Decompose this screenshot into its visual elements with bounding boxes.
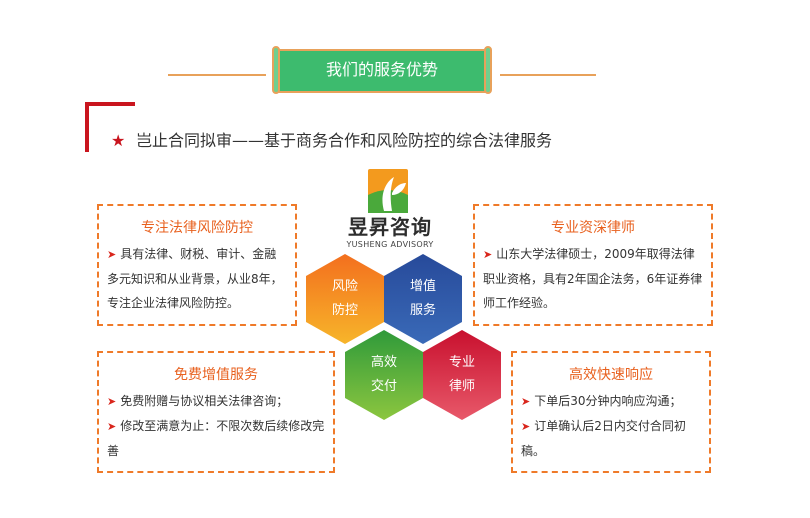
- banner-title: 我们的服务优势: [325, 60, 438, 79]
- box-item-row: ➤修改至满意为止：不限次数后续修改完善: [107, 414, 325, 463]
- arrowhead-bullet-icon: ➤: [521, 420, 531, 433]
- hex-label-line: 律师: [448, 379, 475, 394]
- hex-label: 增值 服务: [383, 253, 463, 345]
- hex-value-service: 增值 服务: [383, 253, 463, 345]
- subtitle-bracket: [85, 102, 135, 152]
- arrowhead-bullet-icon: ➤: [107, 395, 117, 408]
- section-banner: 我们的服务优势: [271, 44, 493, 96]
- arrowhead-bullet-icon: ➤: [483, 248, 493, 261]
- box-item-row: ➤免费附赠与协议相关法律咨询；: [107, 389, 325, 414]
- hex-label-line: 增值: [409, 279, 436, 294]
- hex-label-line: 风险: [331, 279, 358, 294]
- box-item: 修改至满意为止：不限次数后续修改完善: [107, 419, 325, 458]
- box-title: 专业资深律师: [551, 220, 635, 236]
- hexagon-shape: [345, 330, 423, 420]
- arrowhead-bullet-icon: ➤: [107, 248, 117, 261]
- subtitle-text: 岂止合同拟审——基于商务合作和风险防控的综合法律服务: [136, 131, 553, 150]
- hex-label: 高效 交付: [344, 329, 424, 421]
- scroll-banner-shape: [272, 46, 492, 94]
- banner-line-left: [168, 74, 266, 76]
- box-risk-control: 专注法律风险防控 ➤具有法律、财税、审计、金融多元知识和从业背景，从业8年，专注…: [97, 204, 297, 326]
- box-item: 下单后30分钟内响应沟通；: [534, 394, 682, 408]
- banner-line-right: [500, 74, 596, 76]
- hex-efficient-delivery: 高效 交付: [344, 329, 424, 421]
- hexagon-shape: [384, 254, 462, 344]
- arrowhead-bullet-icon: ➤: [521, 395, 531, 408]
- box-item-row: ➤订单确认后2日内交付合同初稿。: [521, 414, 701, 463]
- hex-risk-control: 风险 防控: [305, 253, 385, 345]
- box-item-row: ➤下单后30分钟内响应沟通；: [521, 389, 701, 414]
- box-fast-response: 高效快速响应 ➤下单后30分钟内响应沟通； ➤订单确认后2日内交付合同初稿。: [511, 351, 711, 473]
- box-item: 山东大学法律硕士，2009年取得法律职业资格，具有2年国企法务，6年证券律师工作…: [483, 247, 703, 310]
- hex-label-line: 专业: [448, 355, 475, 370]
- logo-name: 昱昇咨询: [348, 215, 432, 239]
- logo-name-en: YUSHENG ADVISORY: [346, 240, 434, 249]
- hex-label: 专业 律师: [422, 329, 502, 421]
- box-title: 免费增值服务: [174, 367, 258, 383]
- box-item: 具有法律、财税、审计、金融多元知识和从业背景，从业8年，专注企业法律风险防控。: [107, 247, 283, 310]
- box-title: 高效快速响应: [569, 367, 653, 383]
- box-free-service: 免费增值服务 ➤免费附赠与协议相关法律咨询； ➤修改至满意为止：不限次数后续修改…: [97, 351, 335, 473]
- box-senior-lawyer: 专业资深律师 ➤山东大学法律硕士，2009年取得法律职业资格，具有2年国企法务，…: [473, 204, 713, 326]
- hex-label-line: 服务: [409, 303, 436, 318]
- box-body: ➤具有法律、财税、审计、金融多元知识和从业背景，从业8年，专注企业法律风险防控。: [99, 238, 295, 315]
- box-title: 专注法律风险防控: [141, 220, 253, 236]
- hex-label-line: 防控: [331, 303, 358, 318]
- hex-pro-lawyer: 专业 律师: [422, 329, 502, 421]
- hexagon-shape: [423, 330, 501, 420]
- box-body: ➤下单后30分钟内响应沟通； ➤订单确认后2日内交付合同初稿。: [513, 385, 709, 463]
- box-body: ➤免费附赠与协议相关法律咨询； ➤修改至满意为止：不限次数后续修改完善: [99, 385, 333, 463]
- hex-label: 风险 防控: [305, 253, 385, 345]
- star-icon: ★: [111, 131, 126, 150]
- box-item: 免费附赠与协议相关法律咨询；: [120, 394, 289, 408]
- hexagon-shape: [306, 254, 384, 344]
- box-item: 订单确认后2日内交付合同初稿。: [521, 419, 686, 458]
- hex-label-line: 交付: [370, 379, 397, 394]
- sprout-logo-icon: [368, 169, 408, 213]
- box-body: ➤山东大学法律硕士，2009年取得法律职业资格，具有2年国企法务，6年证券律师工…: [475, 238, 711, 315]
- arrowhead-bullet-icon: ➤: [107, 420, 117, 433]
- hex-label-line: 高效: [370, 355, 397, 370]
